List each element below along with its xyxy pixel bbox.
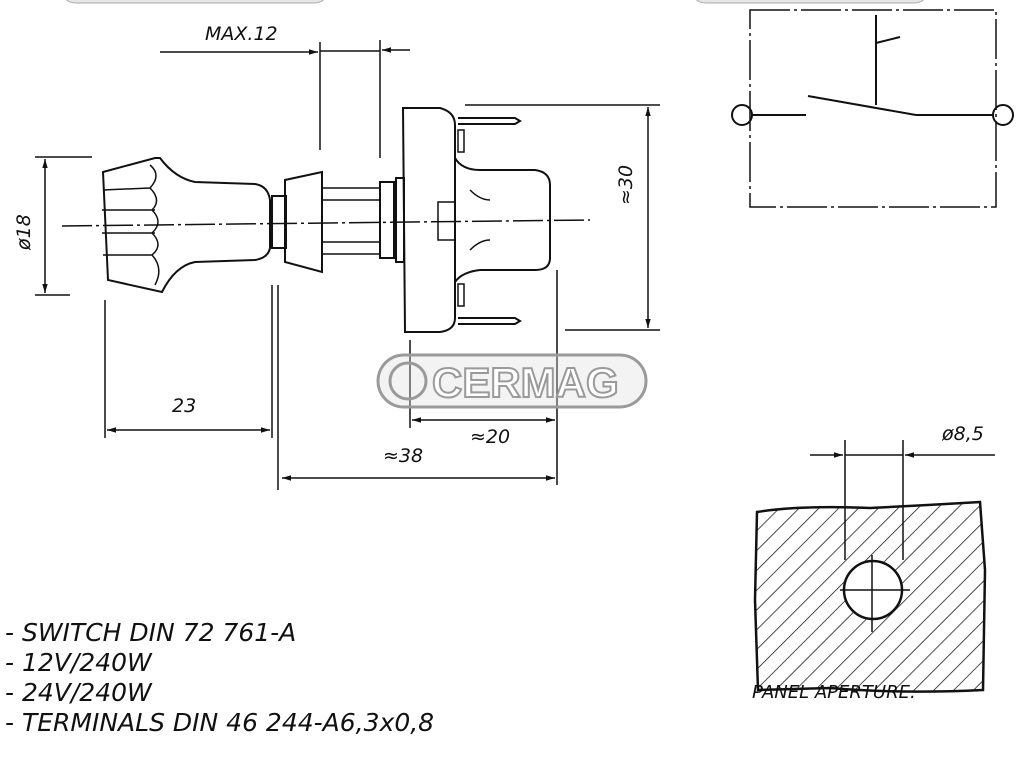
cermag-watermark: CERMAG	[376, 353, 648, 409]
dimension-approx20: ≈20	[409, 270, 558, 485]
watermark-fragment-left	[65, 0, 325, 4]
switch-body	[401, 107, 456, 333]
terminal-top	[458, 117, 522, 125]
knob-grip-ridges	[102, 164, 160, 286]
switch-contact	[807, 95, 917, 116]
watermark-text: CERMAG	[432, 359, 619, 406]
bezel-nut	[284, 170, 323, 274]
spec-line-switch: - SWITCH DIN 72 761-A	[5, 618, 297, 647]
terminal-left-icon	[731, 104, 753, 126]
dim-approx20-label: ≈20	[470, 426, 510, 448]
dim-23-label: 23	[172, 395, 196, 417]
spec-line-24v: - 24V/240W	[5, 678, 152, 707]
washer	[379, 181, 395, 259]
spec-line-12v: - 12V/240W	[5, 648, 152, 677]
terminal-clip-top	[457, 129, 465, 153]
dimension-dia18: ø18	[13, 156, 92, 296]
dimension-approx38: ≈38	[277, 285, 555, 490]
dim-dia85-label: ø8,5	[941, 423, 984, 445]
switch-housing	[454, 157, 551, 283]
panel-aperture-label: PANEL APERTURE.	[752, 682, 916, 703]
dim-max12-label: MAX.12	[205, 23, 278, 45]
housing-detail	[437, 189, 491, 251]
dim-approx30-label: ≈30	[615, 165, 637, 205]
switch-schematic	[731, 9, 1014, 208]
dimension-max12: MAX.12	[160, 23, 410, 158]
watermark-logo-icon	[388, 361, 428, 401]
watermark-fragment-right	[695, 0, 925, 4]
schematic-enclosure	[749, 9, 997, 208]
dim-approx38-label: ≈38	[383, 445, 423, 467]
dimension-23: 23	[104, 285, 273, 438]
spec-line-terminals: - TERMINALS DIN 46 244-A6,3x0,8	[5, 708, 435, 737]
actuator-spring-icon	[875, 15, 901, 105]
dimension-approx30: ≈30	[465, 104, 660, 331]
panel-aperture: ø8,5 PANEL APERTURE.	[752, 423, 995, 703]
terminal-bottom	[458, 317, 522, 325]
centerline	[61, 219, 591, 227]
switch-side-view	[61, 107, 591, 333]
lock-nut	[271, 195, 287, 249]
dim-dia18-label: ø18	[13, 214, 35, 251]
threaded-shaft	[322, 187, 380, 255]
terminal-clip-bottom	[457, 283, 465, 307]
